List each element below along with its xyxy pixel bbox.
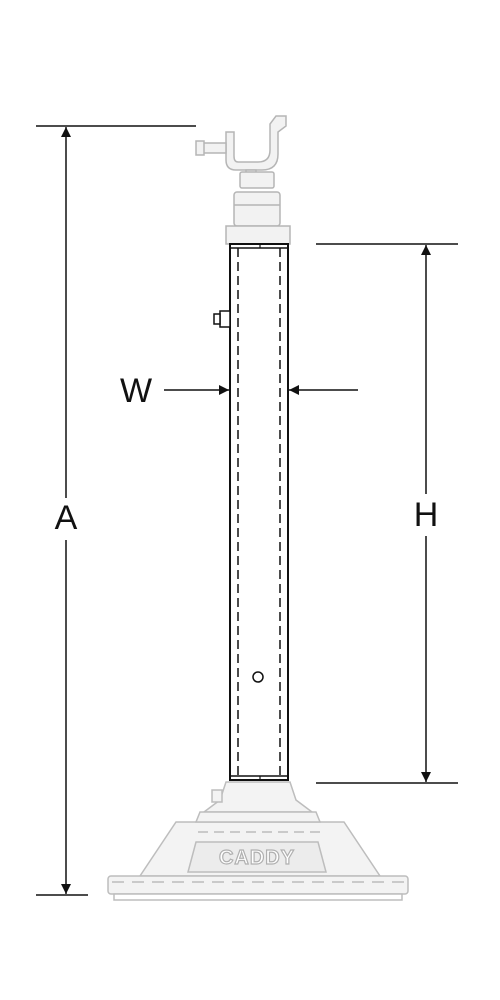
dimension-a-label: A <box>55 499 78 537</box>
tube-top-band <box>229 243 289 249</box>
dimension-h <box>316 243 458 784</box>
beam-clamp <box>225 115 287 171</box>
dimension-a <box>36 125 196 896</box>
brand-plate <box>187 841 327 873</box>
tube-outer-wall <box>229 243 289 781</box>
tube-bottom-band <box>229 775 289 781</box>
base-assembly <box>107 781 409 901</box>
base-top-plate <box>194 811 322 823</box>
dimension-w-label: W <box>120 372 152 410</box>
clamp-set-screw <box>201 142 227 154</box>
dimension-h-label: H <box>414 496 439 534</box>
base-brand-label: CADDY <box>219 847 295 869</box>
top-cap <box>225 225 291 245</box>
support-tube <box>229 243 289 781</box>
adjustment-hole <box>252 671 264 683</box>
upper-hex-nut <box>239 171 275 189</box>
side-lock-screw <box>213 310 231 328</box>
base-pad <box>107 875 409 895</box>
coupling-nut <box>233 191 281 227</box>
top-clamp-assembly <box>195 115 291 245</box>
